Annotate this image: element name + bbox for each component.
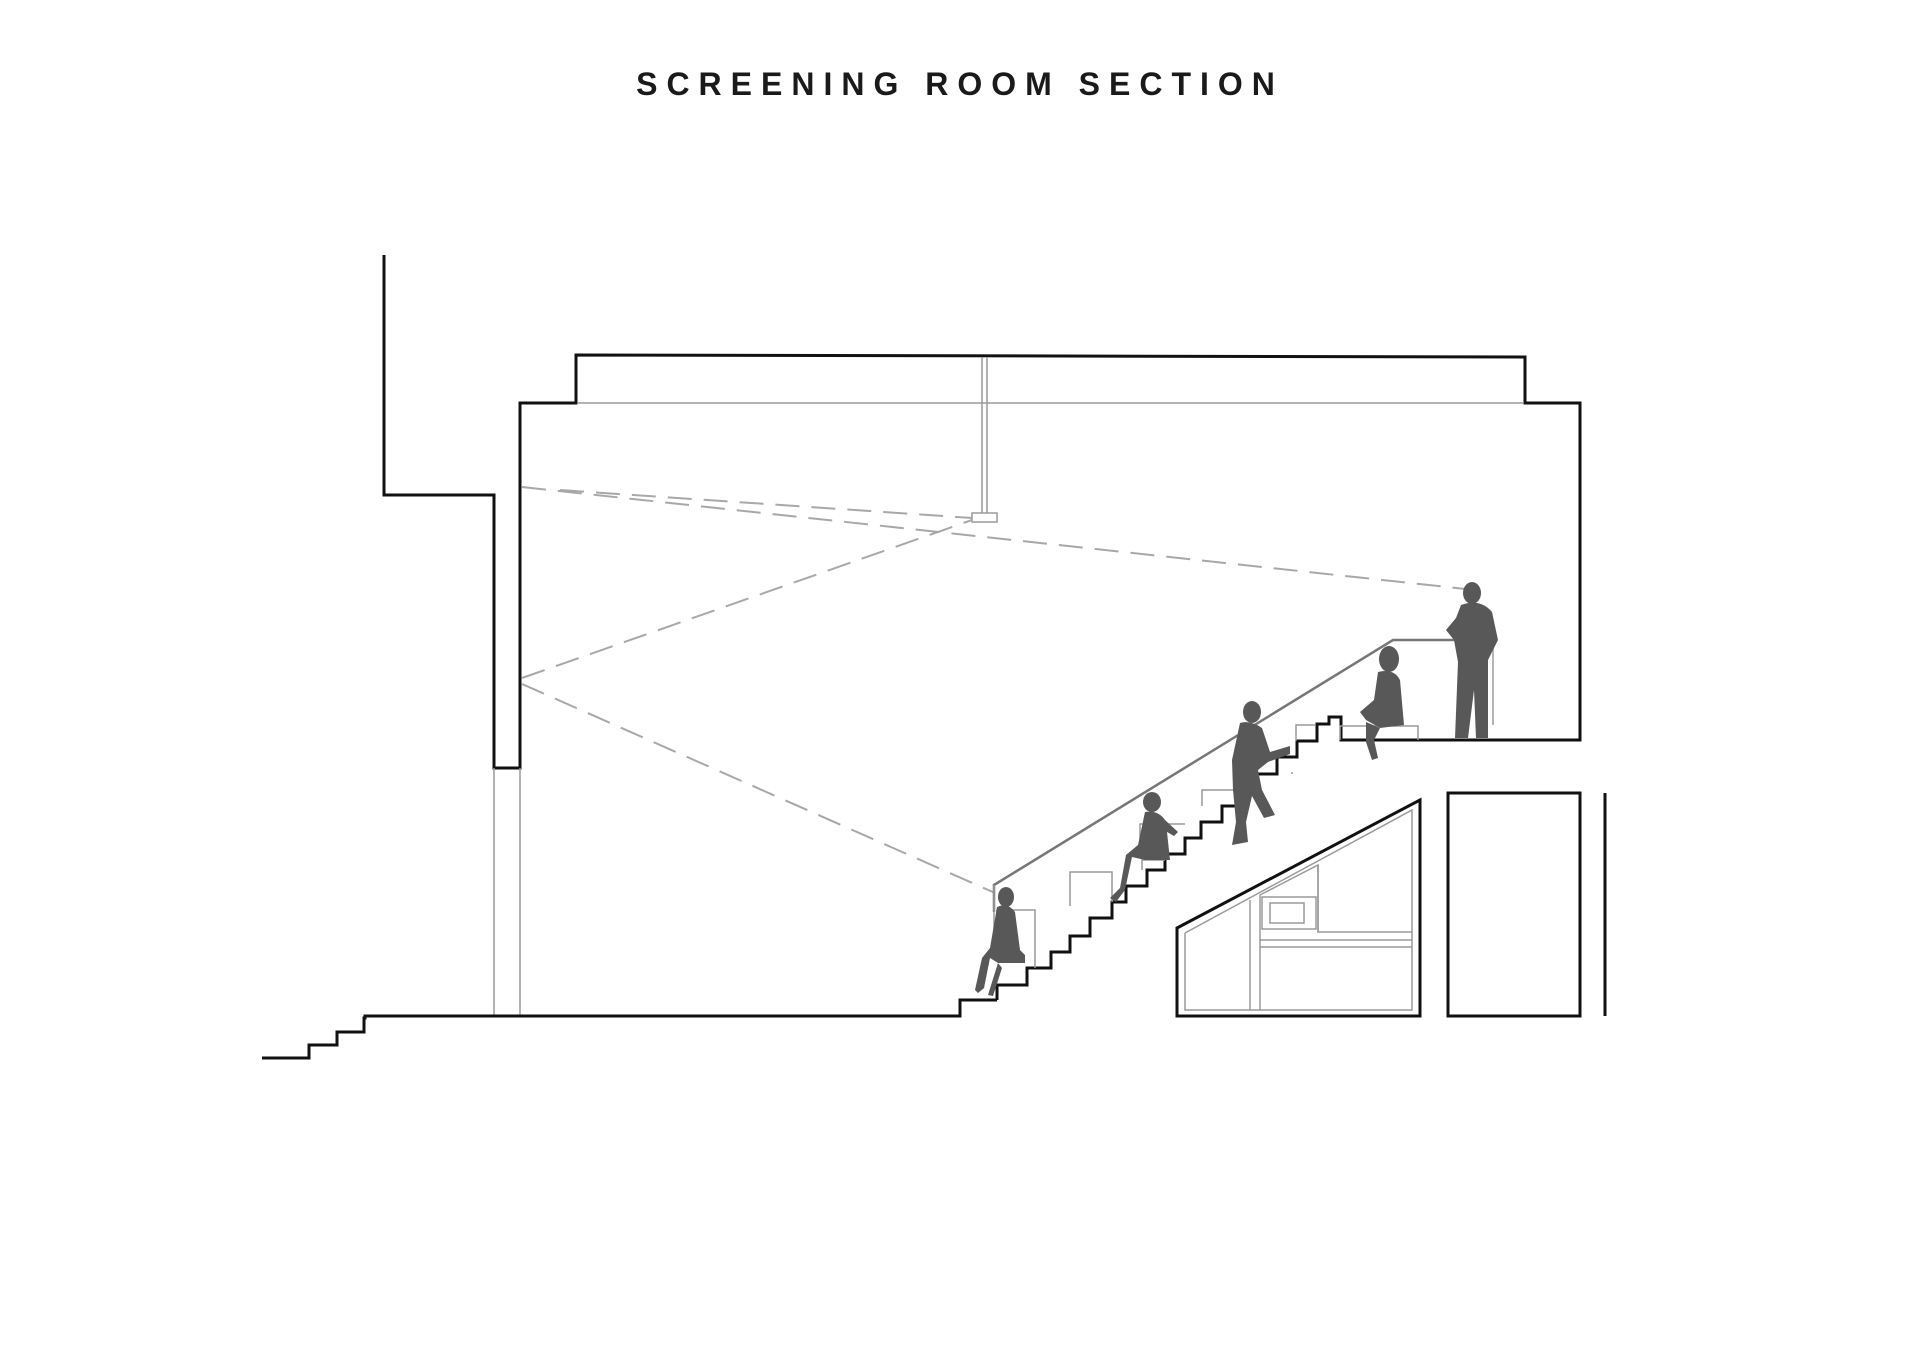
kitchen-cabinet <box>1259 863 1412 933</box>
figure-walking-up-stairs <box>1232 701 1290 845</box>
left-exterior-wall <box>382 255 1582 770</box>
understair-room <box>1175 797 1422 1018</box>
microwave-door <box>1269 902 1305 924</box>
figure-seated-second-row <box>1110 792 1178 902</box>
projection-beam-projector-back <box>559 489 973 519</box>
projection-beam-top <box>521 486 1476 591</box>
figure-standing-on-landing <box>1446 582 1498 738</box>
projector <box>971 512 998 523</box>
microwave <box>1261 896 1317 930</box>
entry-steps-and-floor <box>262 998 997 1060</box>
drawing-title: SCREENING ROOM SECTION <box>636 66 1284 102</box>
figure-seated-top-row <box>1360 646 1404 760</box>
side-door <box>1446 791 1582 1018</box>
figure-seated-front <box>975 887 1025 996</box>
sight-line-front-row <box>521 683 996 894</box>
understair-inner-wall <box>1184 808 1413 1011</box>
seating-stair <box>995 715 1418 1000</box>
projection-beam-to-screen <box>521 519 973 679</box>
